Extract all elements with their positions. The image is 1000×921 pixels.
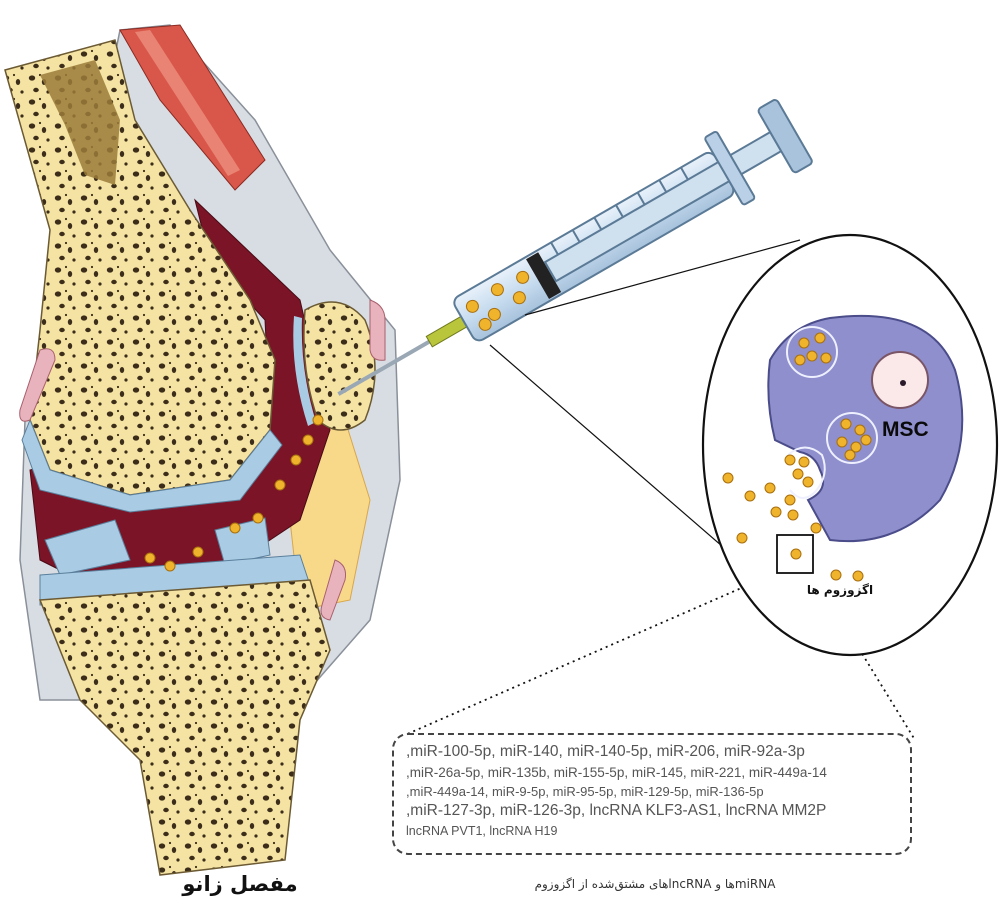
msc-label: MSC — [882, 418, 929, 441]
exosome-icon — [722, 332, 872, 582]
mirna-list-box: ,miR-100-5p, miR-140, miR-140-5p, miR-20… — [392, 733, 912, 855]
dotted-connector-left — [404, 571, 779, 736]
exosome-highlight-box — [776, 534, 814, 574]
zoom-oval — [701, 233, 999, 657]
knee-joint-icon — [4, 24, 401, 876]
mirna-line: ,miR-100-5p, miR-140, miR-140-5p, miR-20… — [406, 743, 805, 760]
exosomes-label: اگزوزوم ها — [806, 583, 874, 597]
mirna-caption: miRNAها و lncRNAهای مشتق‌شده از اگزوزوم — [534, 877, 776, 891]
syringe-icon — [337, 99, 813, 396]
joint-exosomes — [144, 414, 324, 572]
mirna-line: ,miR-449a-14, miR-9-5p, miR-95-5p, miR-1… — [406, 783, 764, 799]
mirna-line: lncRNA PVT1, lncRNA H19 — [406, 823, 558, 838]
nucleus — [871, 351, 929, 409]
mirna-line: ,miR-127-3p, miR-126-3p, lncRNA KLF3-AS1… — [406, 802, 827, 820]
mirna-line: ,miR-26a-5p, miR-135b, miR-155-5p, miR-1… — [406, 764, 827, 780]
knee-joint-label: مفصل زانو — [182, 872, 298, 896]
